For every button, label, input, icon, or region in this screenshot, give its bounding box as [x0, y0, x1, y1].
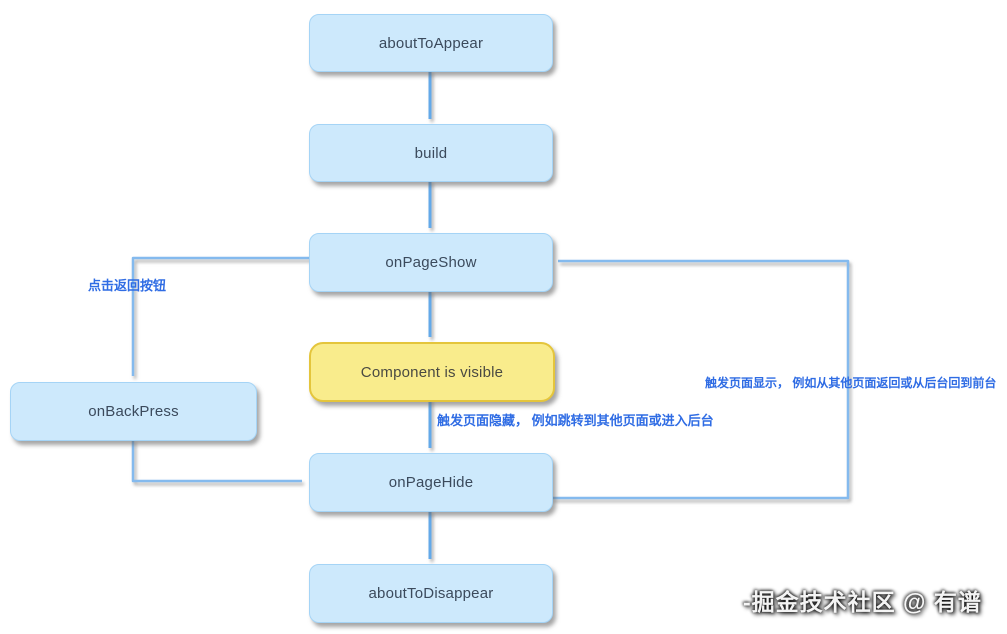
edge-onBackPress-onPageHide	[131, 439, 302, 483]
annotation-back-press: 点击返回按钮	[88, 278, 167, 293]
node-aboutToDisappear: aboutToDisappear	[309, 564, 553, 623]
node-label: onPageShow	[385, 254, 477, 271]
node-onPageHide: onPageHide	[309, 453, 553, 512]
node-label: aboutToAppear	[378, 34, 484, 52]
node-component-visible: Component is visible	[309, 342, 555, 402]
edge-onPageHide-onPageShow-return	[551, 259, 850, 500]
node-label: Component is visible	[360, 363, 504, 381]
watermark: -掘金技术社区 @ 有谱	[743, 589, 982, 615]
annotation-page-hide: 触发页面隐藏， 例如跳转到其他页面或进入后台	[437, 413, 714, 428]
node-onBackPress: onBackPress	[10, 382, 257, 441]
node-build: build	[309, 124, 553, 182]
node-onPageShow: onPageShow	[309, 233, 553, 292]
node-label: onBackPress	[88, 403, 179, 420]
node-label: aboutToDisappear	[368, 585, 494, 602]
edge-onPageShow-onBackPress	[131, 256, 309, 376]
annotation-page-show: 触发页面显示， 例如从其他页面返回或从后台回到前台	[705, 376, 997, 390]
node-label: onPageHide	[388, 474, 474, 491]
node-aboutToAppear: aboutToAppear	[309, 14, 553, 72]
node-label: build	[414, 144, 448, 162]
